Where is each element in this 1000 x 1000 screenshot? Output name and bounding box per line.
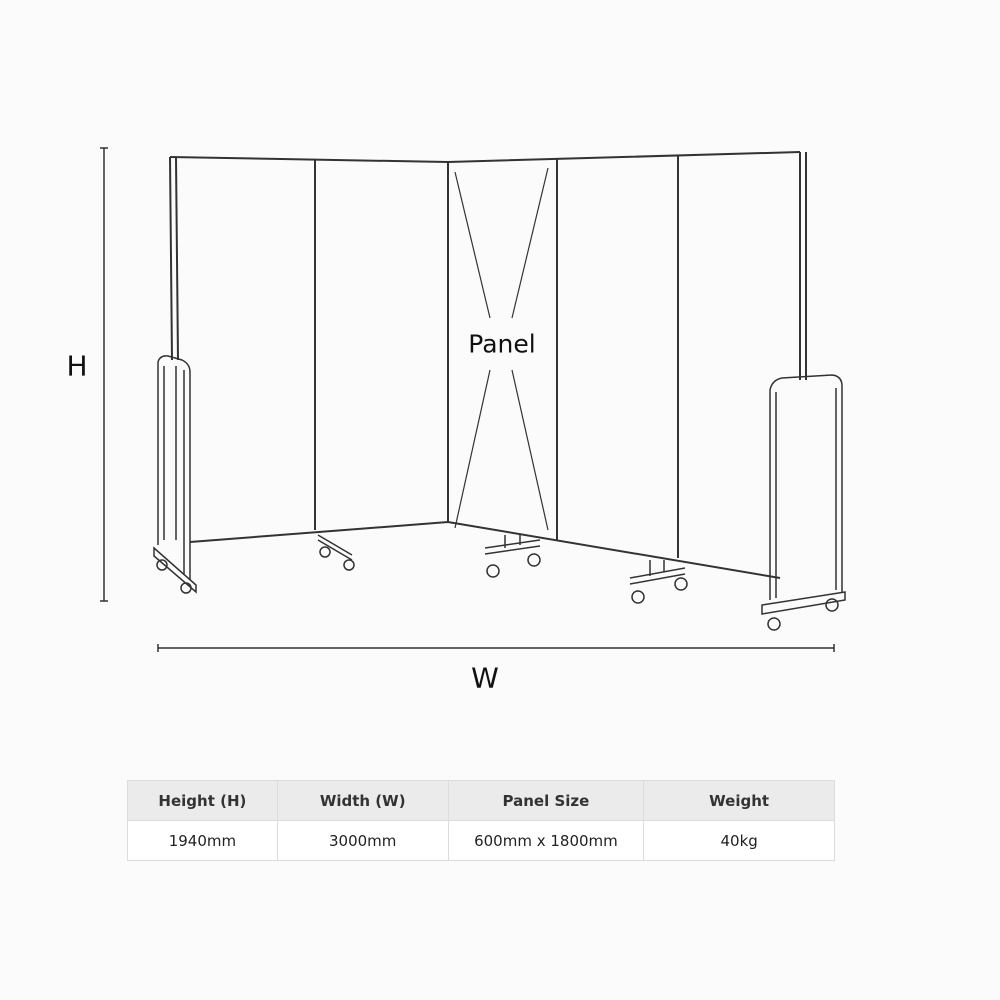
header-panel-size: Panel Size — [447, 780, 645, 821]
right-trolley — [761, 374, 846, 631]
height-dimension-line — [100, 147, 108, 602]
width-dimension-line — [157, 644, 835, 652]
header-height: Height (H) — [127, 780, 278, 821]
specs-header-row: Height (H) Width (W) Panel Size Weight — [127, 780, 835, 821]
specs-value-row: 1940mm 3000mm 600mm x 1800mm 40kg — [127, 820, 835, 861]
specs-table: Height (H) Width (W) Panel Size Weight 1… — [127, 780, 835, 861]
value-height: 1940mm — [127, 820, 278, 861]
panel-indicator-lines — [454, 167, 549, 531]
header-weight: Weight — [643, 780, 835, 821]
value-weight: 40kg — [643, 820, 835, 861]
width-label: W — [471, 661, 499, 695]
value-width: 3000mm — [276, 820, 449, 861]
header-width: Width (W) — [276, 780, 449, 821]
value-panel-size: 600mm x 1800mm — [447, 820, 645, 861]
left-trolley — [153, 355, 355, 594]
panel-label: Panel — [468, 329, 536, 359]
height-label: H — [66, 349, 88, 383]
panels — [169, 151, 807, 579]
middle-casters — [484, 535, 688, 604]
